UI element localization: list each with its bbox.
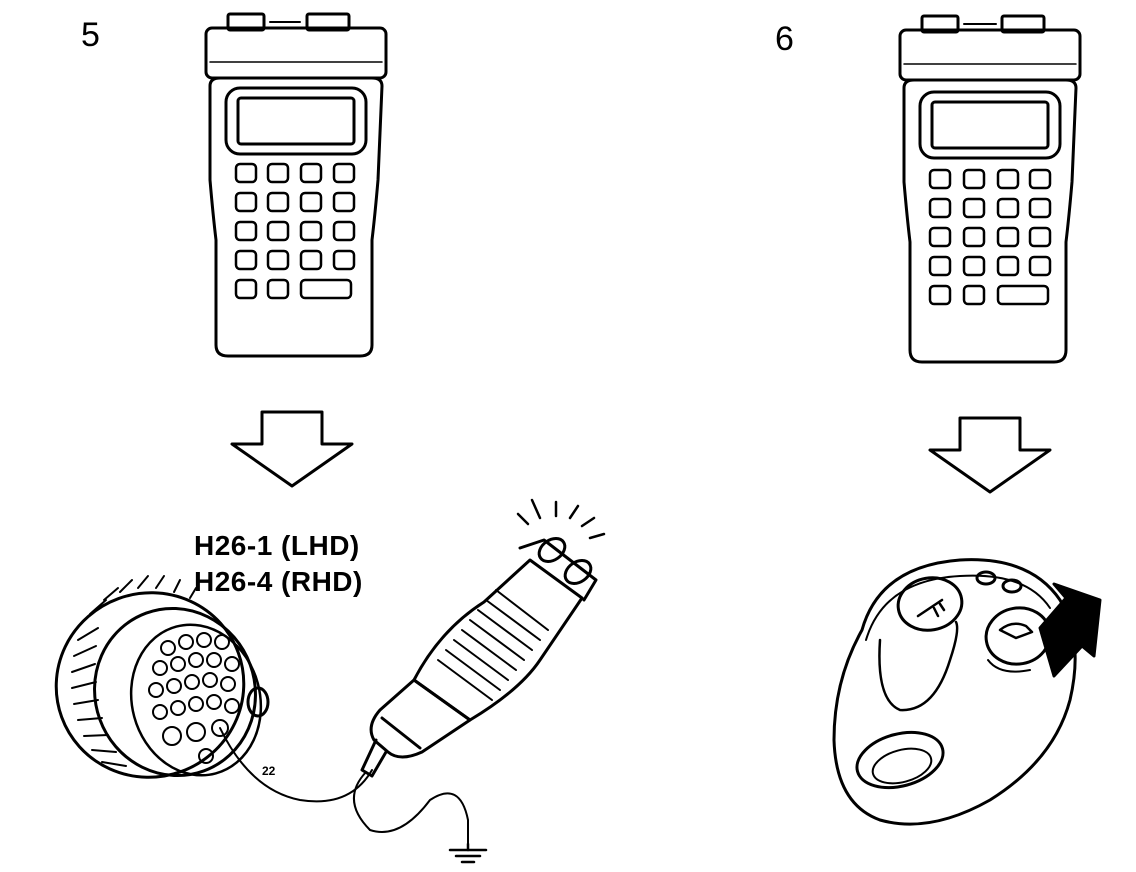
pin-number-label: 22 xyxy=(262,764,276,778)
test-lamp-icon xyxy=(352,498,606,845)
diagnostic-tester-icon xyxy=(898,14,1082,364)
key-fob-remote-icon xyxy=(832,558,1077,826)
connector-label-lhd: H26-1 (LHD) xyxy=(194,530,360,561)
ground-symbol-icon xyxy=(448,842,488,864)
connector-label-rhd: H26-4 (RHD) xyxy=(194,566,363,597)
down-arrow-icon xyxy=(230,410,354,488)
step-number: 5 xyxy=(81,16,100,54)
harness-connector-icon xyxy=(54,575,270,779)
pointer-arrow-icon xyxy=(1038,582,1102,678)
diagnostic-tester-icon xyxy=(204,12,388,358)
down-arrow-icon xyxy=(928,416,1052,494)
step-number: 6 xyxy=(775,20,794,58)
